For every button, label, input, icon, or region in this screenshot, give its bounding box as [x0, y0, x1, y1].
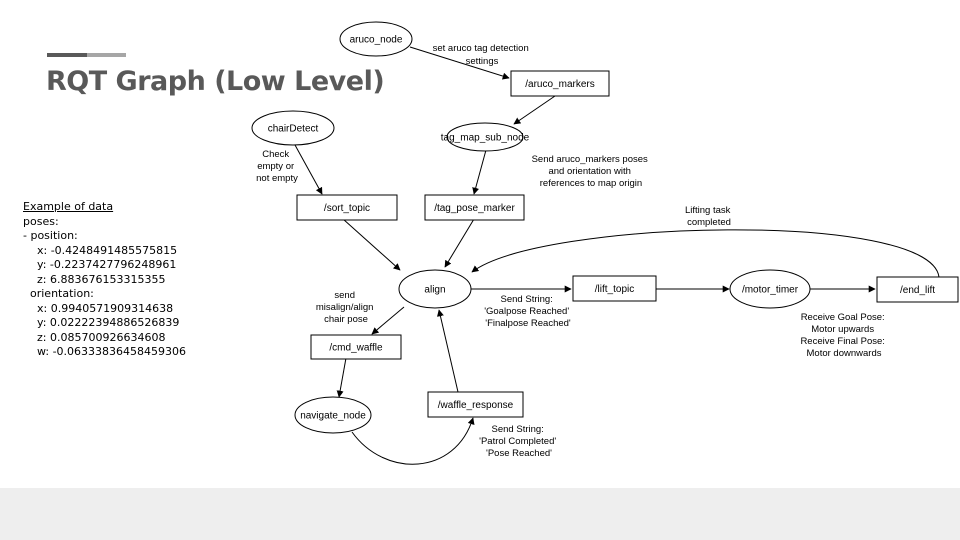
node-label-waffle-response: /waffle_response	[438, 400, 514, 411]
note-line: Send aruco_markers poses	[532, 154, 648, 165]
note-line: Receive Final Pose:	[800, 336, 884, 347]
node-align	[398, 269, 472, 309]
node-aruco-node	[339, 21, 413, 57]
node-navigate-node	[294, 396, 372, 434]
note-motor-direction: Receive Goal Pose: Motor upwards Receive…	[800, 312, 887, 359]
note-line: Motor upwards	[811, 324, 874, 335]
node-label-aruco-markers: /aruco_markers	[525, 79, 594, 90]
note-line: settings	[466, 56, 499, 67]
note-line: set aruco tag detection	[433, 43, 529, 54]
node-tag-map-sub-node	[446, 122, 524, 152]
note-send-poses: Send aruco_markers poses and orientation…	[532, 154, 651, 189]
node-motor-timer	[729, 269, 811, 309]
note-line: Motor downwards	[807, 348, 882, 359]
node-label-chair-detect: chairDetect	[268, 124, 319, 135]
example-line: z: 6.883676153315355	[23, 272, 166, 286]
example-line: w: -0.06333836458459306	[23, 345, 187, 358]
note-line: not empty	[256, 173, 298, 184]
edge-tag-pose-to-align	[444, 218, 475, 268]
node-tag-pose-marker	[424, 194, 525, 221]
edge-cmd-waffle-to-navigate	[336, 357, 347, 398]
note-lifting-done: Lifting task completed	[685, 205, 733, 228]
node-label-navigate-node: navigate_node	[300, 411, 366, 422]
note-line: 'Goalpose Reached'	[484, 306, 569, 317]
node-lift-topic	[572, 275, 657, 302]
example-line: poses:	[23, 214, 59, 228]
node-label-end-lift: /end_lift	[900, 285, 935, 296]
node-waffle-response	[427, 391, 524, 418]
edge-tag-map-to-tag-pose	[472, 149, 487, 195]
node-chair-detect	[251, 110, 335, 146]
note-line: Send String:	[501, 294, 553, 305]
node-label-lift-topic: /lift_topic	[595, 284, 634, 295]
example-line: orientation:	[23, 287, 94, 300]
example-line: z: 0.085700926634608	[23, 330, 166, 344]
rqt-graph-diagram: aruco_node /aruco_markers tag_map_sub_no…	[251, 21, 959, 465]
node-cmd-waffle	[310, 334, 402, 360]
note-line: references to map origin	[540, 178, 642, 189]
edge-waffle-response-to-align	[437, 309, 459, 393]
note-send-misalign: send misalign/align chair pose	[316, 290, 376, 325]
footer-band	[0, 488, 960, 540]
example-data-block: Example of data poses: - position: x: -0…	[23, 200, 238, 360]
node-end-lift	[876, 276, 959, 303]
note-aruco-settings: set aruco tag detection settings	[433, 43, 532, 67]
example-heading: Example of data	[23, 200, 114, 213]
edge-sort-to-align	[342, 218, 401, 271]
node-label-tag-pose-marker: /tag_pose_marker	[434, 203, 515, 214]
node-aruco-markers	[510, 70, 610, 97]
note-line: misalign/align	[316, 302, 374, 313]
note-line: completed	[687, 217, 731, 228]
note-send-goal: Send String: 'Goalpose Reached' 'Finalpo…	[484, 294, 572, 329]
note-send-patrol: Send String: 'Patrol Completed' 'Pose Re…	[479, 424, 559, 459]
note-line: 'Patrol Completed'	[479, 436, 556, 447]
edge-chair-to-sort	[294, 144, 323, 195]
node-label-aruco-node: aruco_node	[350, 35, 403, 46]
note-line: Check	[262, 149, 289, 160]
node-sort-topic	[296, 194, 398, 221]
note-line: chair pose	[324, 314, 368, 325]
note-line: Lifting task	[685, 205, 731, 216]
title-accent-dark	[47, 53, 87, 57]
example-line: - position:	[23, 229, 78, 242]
title-accent-light	[87, 53, 126, 57]
node-label-motor-timer: /motor_timer	[742, 285, 799, 296]
example-line: x: 0.9940571909314638	[23, 301, 174, 315]
edge-align-to-cmd-waffle	[371, 306, 405, 335]
node-label-tag-map-sub-node: tag_map_sub_node	[441, 133, 530, 144]
note-line: Receive Goal Pose:	[801, 312, 885, 323]
note-line: 'Finalpose Reached'	[485, 318, 571, 329]
node-label-sort-topic: /sort_topic	[324, 203, 370, 214]
example-line: x: -0.4248491485575815	[23, 243, 178, 257]
note-line: send	[334, 290, 355, 301]
edge-aruco-node-to-markers	[409, 46, 510, 80]
node-label-cmd-waffle: /cmd_waffle	[329, 343, 383, 354]
example-line: y: 0.02222394886526839	[23, 316, 180, 329]
note-line: 'Pose Reached'	[486, 448, 552, 459]
slide-title: RQT Graph (Low Level)	[46, 66, 385, 97]
node-label-align: align	[424, 285, 445, 296]
example-line: y: -0.2237427796248961	[23, 258, 177, 271]
note-chair-check: Check empty or not empty	[256, 149, 298, 184]
edge-end-lift-to-align	[471, 229, 940, 278]
note-line: empty or	[257, 161, 294, 172]
edge-markers-to-tag-map	[513, 95, 556, 125]
edge-navigate-to-waffle-response	[351, 417, 475, 465]
note-line: Send String:	[492, 424, 544, 435]
note-line: and orientation with	[548, 166, 630, 177]
